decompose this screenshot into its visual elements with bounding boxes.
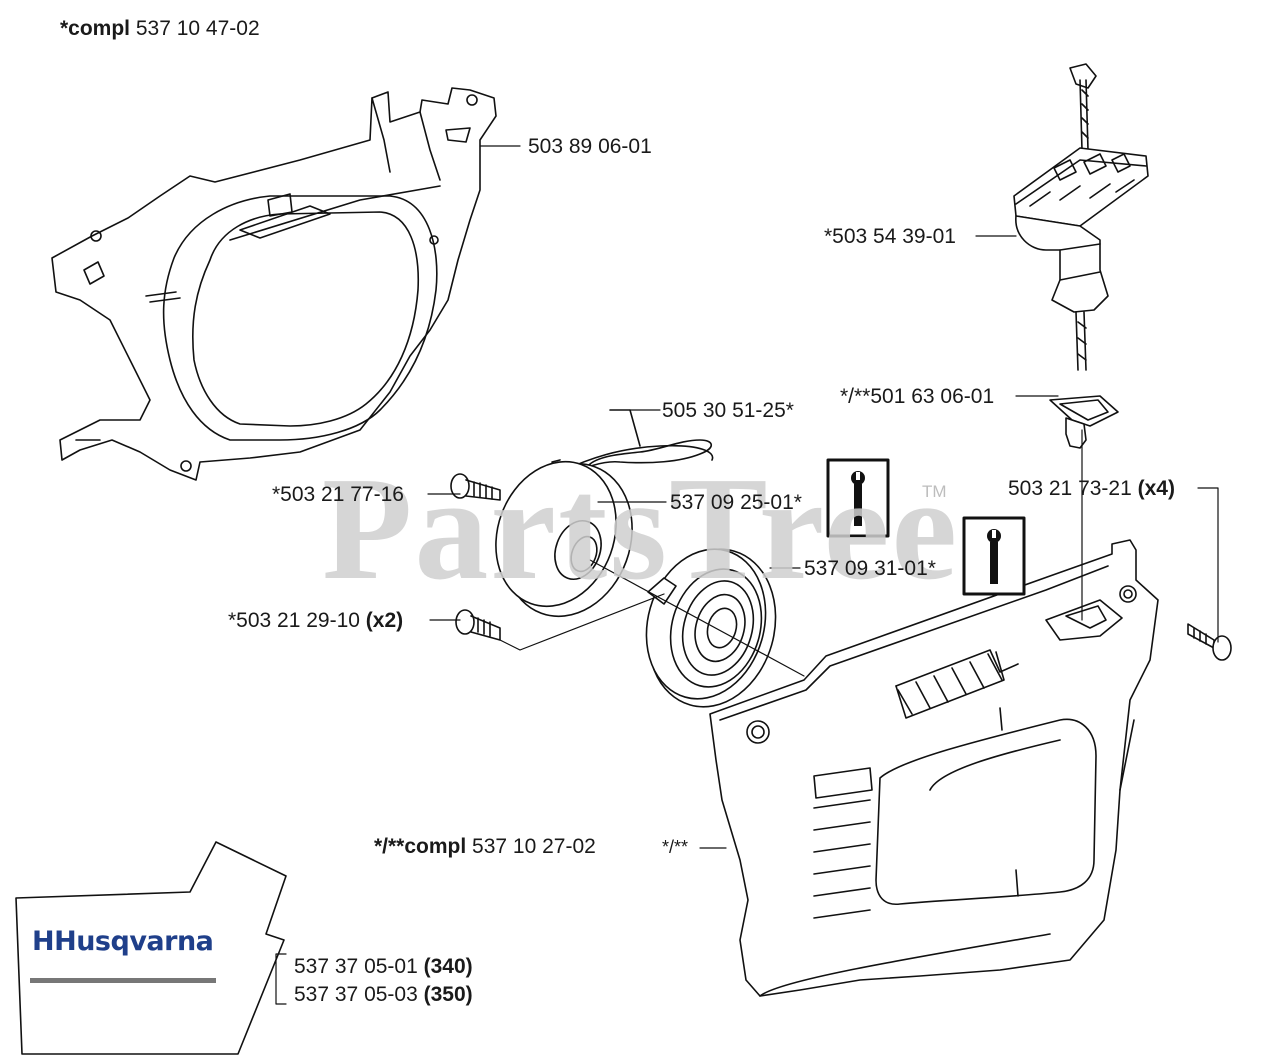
label-rope: 505 30 51-25*: [662, 399, 794, 422]
leader-lines: [275, 145, 1219, 1005]
label-spring: 537 09 31-01*: [804, 557, 936, 580]
cylinder-cover-part: [51, 87, 497, 481]
info-icon-pulley: [826, 458, 890, 538]
label-bushing: */**501 63 06-01: [840, 385, 995, 408]
label-handle: *503 54 39-01: [824, 225, 956, 248]
cover-screw-part: [1187, 623, 1232, 661]
watermark-trademark: TM: [922, 482, 947, 501]
label-pulley-screw: *503 21 77-16: [272, 483, 404, 506]
starter-cover-part: [709, 539, 1159, 997]
brand-logo: HHusqvarna: [32, 926, 214, 957]
watermark: PartsTree: [322, 447, 960, 611]
starter-spring-part: [645, 548, 777, 708]
starter-handle-part: [1013, 63, 1149, 371]
info-icon-spring: [962, 516, 1026, 596]
rope-bushing-part: [1049, 395, 1119, 449]
decal-part: [15, 841, 287, 1055]
label-decal-350: 537 37 05-03 (350): [294, 983, 473, 1006]
label-spring-screw: *503 21 29-10 (x2): [228, 609, 404, 632]
spring-screw-part: [455, 609, 501, 641]
label-cover-screw: 503 21 73-21 (x4): [1008, 477, 1175, 500]
label-pulley: 537 09 25-01*: [670, 491, 802, 514]
brand-name: Husqvarna: [54, 926, 214, 957]
label-starter-compl: */**compl 537 10 27-02: [374, 835, 596, 858]
label-decal-340: 537 37 05-01 (340): [294, 955, 473, 978]
label-cylinder-cover: 503 89 06-01: [528, 135, 652, 158]
label-starter-marker: */**: [662, 837, 689, 857]
pulley-screw-part: [450, 473, 501, 501]
brand-logo-icon: H: [32, 926, 55, 957]
label-top-compl: *compl 537 10 47-02: [60, 17, 260, 40]
